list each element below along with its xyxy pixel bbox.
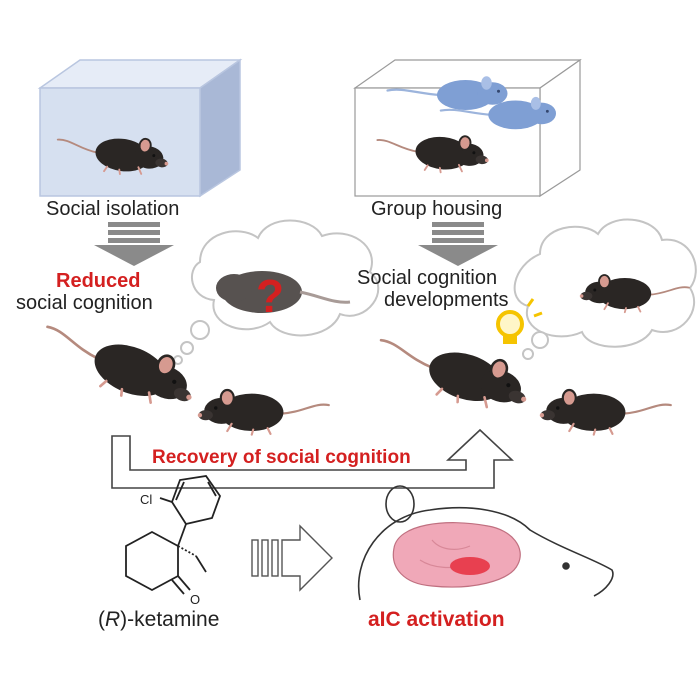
lightbulb-icon	[496, 298, 543, 344]
label-social-cognition-left: social cognition	[16, 292, 153, 314]
question-mark-icon: ?	[256, 270, 284, 322]
label-developments: developments	[384, 289, 509, 311]
label-social-isolation: Social isolation	[46, 198, 180, 220]
down-arrow-left-icon	[94, 222, 174, 266]
isolation-cage	[37, 58, 243, 198]
recovery-arrow	[111, 428, 515, 489]
ketamine-structure-icon	[125, 475, 222, 595]
brain-icon	[392, 522, 521, 588]
blurred-mouse-icon	[216, 271, 351, 313]
ketamine-paren-open: (	[98, 608, 105, 631]
chem-oxygen-label: O	[190, 592, 200, 607]
chem-chlorine-label: Cl	[140, 492, 152, 507]
ketamine-rest: )-ketamine	[120, 608, 220, 631]
stranger-mouse-right	[538, 388, 672, 436]
label-social-cognition-right: Social cognition	[357, 267, 498, 289]
label-reduced: Reduced	[56, 270, 141, 292]
down-arrow-right-icon	[418, 222, 498, 266]
aic-region	[450, 557, 490, 575]
label-ketamine: (R)-ketamine	[98, 608, 219, 631]
stranger-mouse-left	[196, 388, 330, 436]
label-aic-activation: aIC activation	[368, 608, 505, 631]
ketamine-r: R	[105, 608, 121, 631]
mouse-head-outline	[357, 485, 614, 601]
isolated-mouse-large	[32, 308, 205, 422]
label-recovery: Recovery of social cognition	[152, 447, 411, 468]
right-arrow-icon	[251, 524, 333, 592]
label-group-housing: Group housing	[371, 198, 503, 220]
